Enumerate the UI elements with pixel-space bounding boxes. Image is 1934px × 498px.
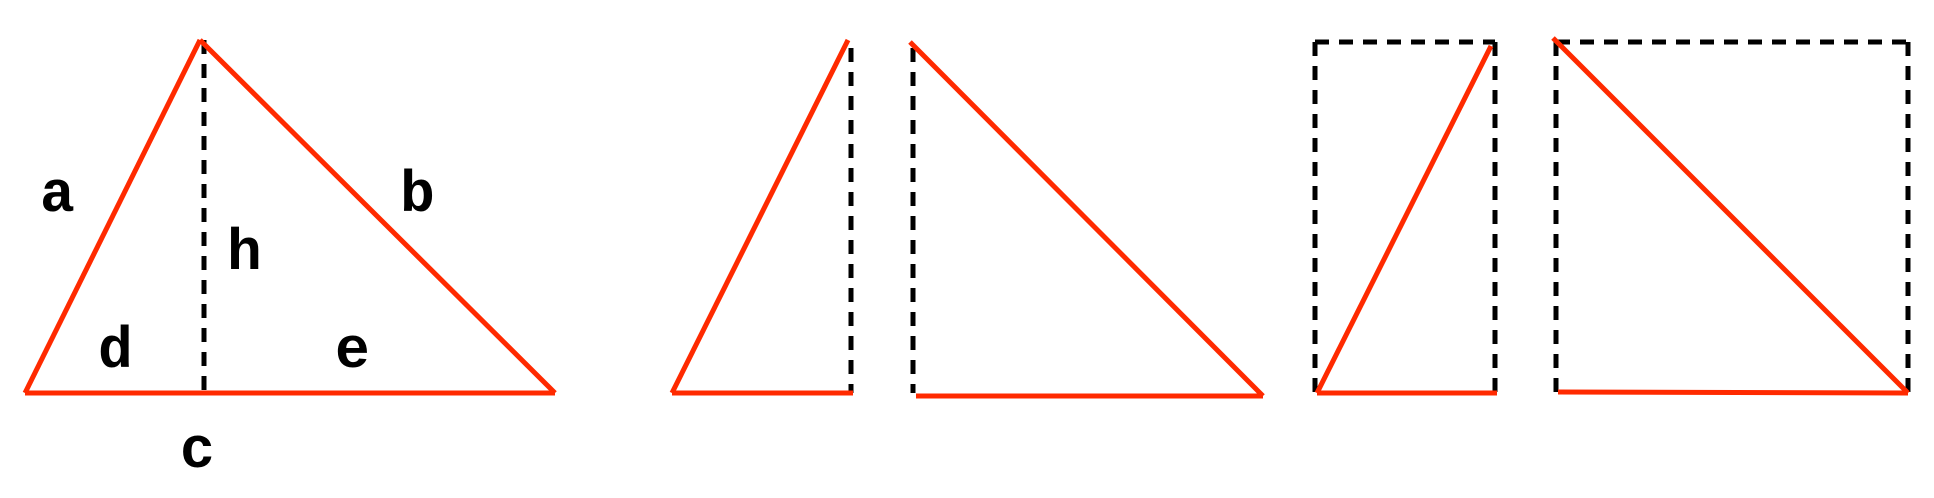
right-triangle-in-rectangle <box>1551 36 1911 396</box>
left-rect-hypotenuse <box>1314 44 1494 395</box>
left-triangle-in-rectangle <box>1312 39 1498 396</box>
label-h: h <box>227 222 262 287</box>
label-e: e <box>335 320 370 385</box>
original-triangle <box>22 38 557 396</box>
right-right-triangle <box>908 40 1265 399</box>
label-a: a <box>40 164 75 229</box>
label-c: c <box>180 420 215 485</box>
side-a <box>22 38 203 395</box>
right-triangle-hypotenuse <box>908 40 1265 398</box>
side-b <box>198 38 557 395</box>
left-right-triangle <box>669 38 854 396</box>
right-rect-base <box>1557 389 1909 396</box>
label-d: d <box>98 320 133 385</box>
left-triangle-hypotenuse <box>669 38 851 395</box>
right-rect-hypotenuse <box>1551 36 1910 395</box>
label-b: b <box>400 164 435 229</box>
